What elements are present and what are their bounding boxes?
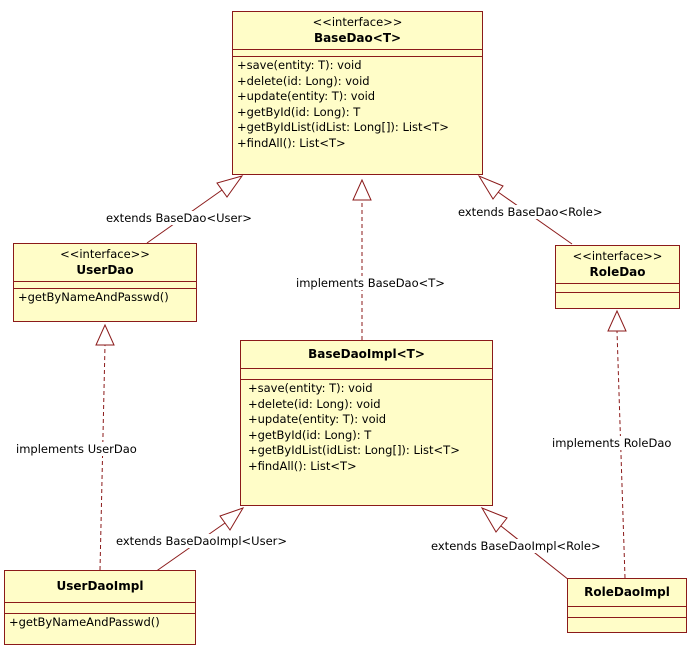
- class-name: UserDao: [76, 263, 134, 277]
- operation: +delete(id: Long): void: [237, 73, 370, 88]
- class-header: BaseDaoImpl<T>: [241, 341, 492, 368]
- class-header: UserDaoImpl: [5, 571, 195, 602]
- attribute-compartment: [556, 283, 679, 292]
- hollow-arrowhead: [477, 174, 504, 200]
- relation-label-userimpl-extends: extends BaseDaoImpl<User>: [116, 534, 288, 548]
- relation-label-roleimpl-implements: implements RoleDao: [552, 436, 672, 450]
- attribute-compartment: [233, 49, 482, 56]
- operation: +getById(id: Long): T: [237, 104, 361, 119]
- operation-compartment: +getByNameAndPasswd(): [14, 288, 196, 308]
- attribute-compartment: [241, 368, 492, 379]
- operation: +getByIdList(idList: Long[]): List<T>: [237, 120, 449, 134]
- operation: +getByIdList(idList: Long[]): List<T>: [248, 443, 460, 457]
- hollow-arrowhead: [607, 309, 627, 332]
- attribute-compartment: [5, 602, 195, 613]
- class-name: RoleDaoImpl: [584, 585, 670, 599]
- operation-compartment: +save(entity: T): void +delete(id: Long)…: [241, 379, 492, 476]
- class-userdaoimpl[interactable]: UserDaoImpl +getByNameAndPasswd(): [4, 570, 196, 645]
- operation-compartment: [556, 292, 679, 301]
- class-name: BaseDaoImpl<T>: [308, 347, 425, 361]
- hollow-arrowhead: [480, 506, 508, 533]
- operation: +save(entity: T): void: [248, 381, 373, 395]
- operation: +getByNameAndPasswd(): [9, 615, 160, 629]
- operation: +findAll(): List<T>: [237, 135, 346, 150]
- hollow-arrowhead: [219, 507, 245, 531]
- relation-label-roleimpl-extends: extends BaseDaoImpl<Role>: [431, 539, 601, 553]
- class-header: <<interface>> BaseDao<T>: [233, 12, 482, 49]
- class-name: UserDaoImpl: [56, 579, 144, 593]
- class-roledaoimpl[interactable]: RoleDaoImpl: [567, 578, 687, 633]
- class-header: <<interface>> RoleDao: [556, 246, 679, 283]
- operation: +delete(id: Long): void: [248, 396, 381, 411]
- relation-label-userimpl-implements: implements UserDao: [16, 442, 137, 456]
- relation-label-userdao-extends: extends BaseDao<User>: [106, 211, 252, 225]
- realization-userdaoimpl-userdao: [99, 344, 106, 571]
- operation: +save(entity: T): void: [237, 58, 362, 72]
- operation-compartment: [568, 617, 686, 628]
- class-userdao[interactable]: <<interface>> UserDao +getByNameAndPassw…: [13, 243, 197, 322]
- operation: +getByNameAndPasswd(): [18, 290, 169, 304]
- class-name: BaseDao<T>: [313, 31, 402, 45]
- operation-compartment: +getByNameAndPasswd(): [5, 613, 195, 633]
- hollow-arrowhead: [216, 175, 244, 198]
- hollow-arrowhead: [352, 178, 372, 201]
- class-header: <<interface>> UserDao: [14, 244, 196, 281]
- operation: +update(entity: T): void: [237, 89, 376, 103]
- relation-label-impl-implements: implements BaseDao<T>: [296, 276, 445, 290]
- operation: +update(entity: T): void: [248, 412, 387, 426]
- generalization-roledaoimpl-basedaoimpl: [500, 525, 570, 581]
- hollow-arrowhead: [95, 323, 115, 346]
- attribute-compartment: [568, 606, 686, 617]
- class-basedaoimpl[interactable]: BaseDaoImpl<T> +save(entity: T): void +d…: [240, 340, 493, 506]
- class-roledao[interactable]: <<interface>> RoleDao: [555, 245, 680, 309]
- stereotype-label: <<interface>>: [572, 249, 663, 263]
- relation-label-roledao-extends: extends BaseDao<Role>: [458, 205, 603, 219]
- operation: +getById(id: Long): T: [248, 427, 372, 442]
- realization-roledaoimpl-roledao: [616, 330, 626, 579]
- stereotype-label: <<interface>>: [60, 247, 150, 261]
- stereotype-label: <<interface>>: [312, 15, 403, 29]
- class-name: RoleDao: [589, 265, 646, 279]
- operation: +findAll(): List<T>: [248, 458, 357, 473]
- class-basedao[interactable]: <<interface>> BaseDao<T> +save(entity: T…: [232, 11, 483, 175]
- attribute-compartment: [14, 281, 196, 288]
- class-header: RoleDaoImpl: [568, 579, 686, 606]
- operation-compartment: +save(entity: T): void +delete(id: Long)…: [233, 56, 482, 153]
